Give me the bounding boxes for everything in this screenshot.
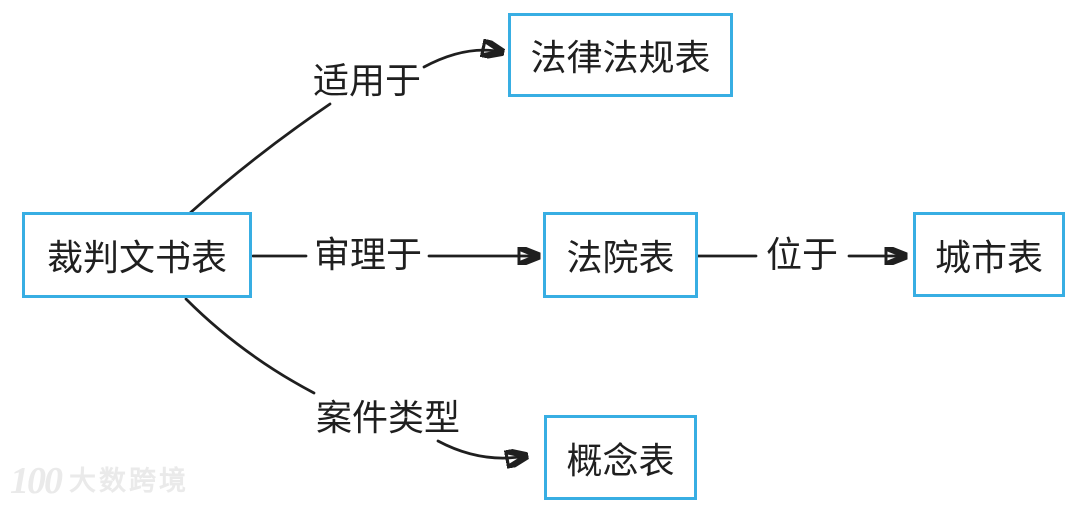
edge-case-type-arrow: [436, 439, 526, 458]
edge-label-located-in: 位于: [766, 235, 839, 275]
node-concept-table: 概念表: [544, 415, 697, 500]
edge-applies-to-segment: [188, 102, 332, 215]
node-court-table: 法院表: [543, 212, 698, 298]
edge-label-case-type: 案件类型: [316, 398, 461, 438]
node-judgment-documents-table: 裁判文书表: [22, 212, 252, 298]
watermark-logo: 100: [10, 460, 63, 502]
watermark-brand-text: 大数跨境: [69, 465, 189, 496]
node-city-table: 城市表: [913, 212, 1065, 297]
edge-case-type-segment: [184, 297, 316, 395]
edge-label-tried-at: 审理于: [314, 235, 423, 275]
edge-applies-to-arrow: [422, 50, 502, 69]
node-laws-regulations-table: 法律法规表: [508, 13, 733, 97]
edge-label-applies-to: 适用于: [313, 61, 422, 101]
watermark: 100 大数跨境: [10, 462, 189, 500]
